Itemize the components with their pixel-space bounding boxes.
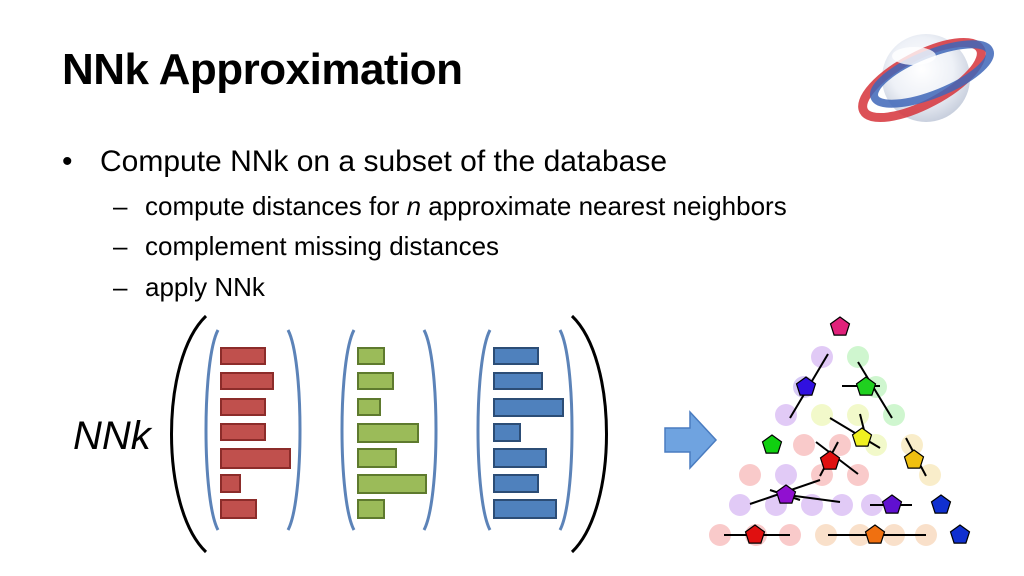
sub-bullet-1-text-a: compute distances for (145, 191, 407, 221)
green-col-left-bracket (340, 329, 356, 531)
nnk-function-label: NNk (73, 414, 151, 458)
blue-bar (493, 372, 543, 390)
blue-bar (493, 398, 564, 417)
red-col-right-bracket (286, 329, 302, 531)
pentagon-marker (744, 524, 766, 544)
red-bar (220, 398, 266, 416)
right-arrow-icon (664, 410, 718, 470)
blue-bar (493, 347, 539, 365)
green-bars (357, 347, 427, 519)
blue-bar (493, 448, 547, 468)
pentagon-marker (819, 450, 841, 470)
green-bar (357, 398, 381, 416)
red-bar (220, 499, 257, 519)
pentagon-marker (775, 484, 797, 504)
red-bar (220, 372, 274, 390)
pentagon-marker (851, 427, 873, 447)
triangle-pentagons (744, 316, 971, 544)
pentagon-marker (761, 434, 783, 454)
green-bar (357, 474, 427, 494)
bullet-main-text: Compute NNk on a subset of the database (100, 145, 668, 178)
sub-bullet-3-text: apply NNk (145, 272, 265, 302)
sub-bullet-marker: – (113, 231, 128, 261)
left-parenthesis (170, 314, 208, 554)
bullet-marker: • (62, 145, 73, 178)
green-bar (357, 448, 397, 468)
green-bar (357, 499, 385, 519)
sub-bullet-1-text-b: approximate nearest neighbors (421, 191, 787, 221)
blue-bar (493, 474, 539, 493)
blue-bar (493, 499, 557, 519)
pentagon-marker (881, 494, 903, 514)
logo-sphere-icon (858, 34, 994, 123)
right-parenthesis (570, 314, 608, 554)
green-bar (357, 423, 419, 443)
red-col-left-bracket (204, 329, 220, 531)
blue-col-left-bracket (476, 329, 492, 531)
sub-bullet-2-text: complement missing distances (145, 231, 500, 261)
column-brackets (204, 329, 574, 531)
sub-bullet-2: –complement missing distances (113, 231, 499, 261)
sub-bullet-1: –compute distances for n approximate nea… (113, 191, 787, 221)
green-bar (357, 372, 394, 390)
red-bars (220, 347, 291, 519)
green-bar (357, 347, 385, 365)
sub-bullet-3: –apply NNk (113, 272, 265, 302)
pentagon-marker (795, 376, 817, 396)
pentagon-marker (864, 524, 886, 544)
red-bar (220, 423, 266, 441)
red-bar (220, 448, 291, 469)
green-col-right-bracket (422, 329, 438, 531)
red-bar (220, 474, 241, 493)
pentagon-marker (930, 494, 952, 514)
sub-bullet-marker: – (113, 191, 128, 221)
blue-bars (493, 347, 564, 519)
sub-bullet-marker: – (113, 272, 128, 302)
blue-col-right-bracket (558, 329, 574, 531)
slide-title: NNk Approximation (62, 45, 463, 94)
pentagon-marker (829, 316, 851, 336)
sub-bullet-1-italic: n (406, 191, 422, 221)
triangle-circles (709, 346, 941, 546)
red-bar (220, 347, 266, 365)
pentagon-marker (949, 524, 971, 544)
pentagon-marker (903, 449, 925, 469)
blue-bar (493, 423, 521, 442)
pentagon-marker (855, 376, 877, 396)
bullet-main: • Compute NNk on a subset of the database (62, 144, 667, 180)
